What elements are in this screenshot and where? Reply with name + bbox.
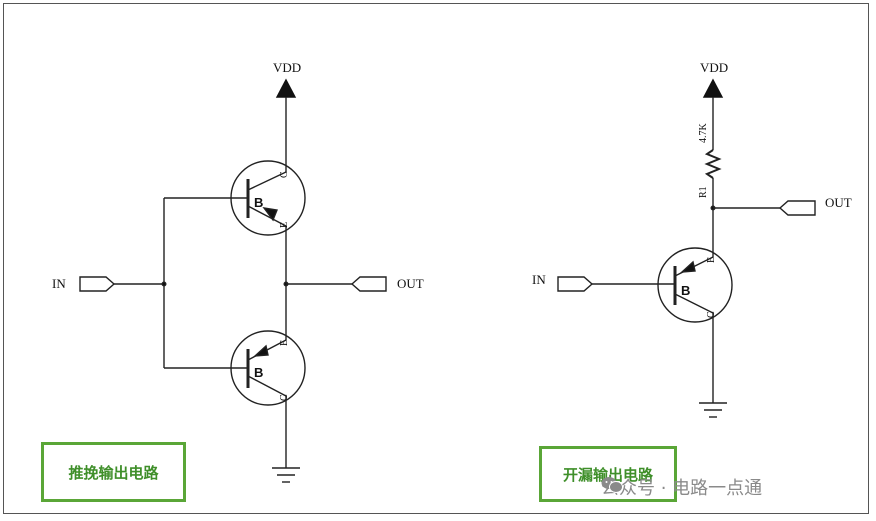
watermark-text: 公众号 · 电路一点通 [601,478,763,499]
upper-base-label: B [254,195,263,210]
ground-symbol-left [272,467,300,483]
vdd-arrow-right [702,78,724,98]
upper-emitter-label: E [279,222,290,228]
resistor-r1 [704,149,722,179]
vdd-label-right: VDD [700,60,728,75]
push-pull-circuit [79,78,387,483]
lower-transistor [230,330,306,406]
out-port-right [778,200,816,216]
in-port-right [557,276,594,292]
out-port-left [350,276,387,292]
in-label-right: IN [532,272,546,287]
vdd-label-left: VDD [273,60,301,75]
lower-base-label: B [254,365,263,380]
watermark: 公众号 · 电路一点通 [601,476,763,499]
out-label-left: OUT [397,276,424,291]
in-label-left: IN [52,276,66,291]
ground-symbol-right [699,402,727,418]
lower-collector-label: C [279,394,290,401]
out-label-right: OUT [825,195,852,210]
vdd-arrow-left [275,78,297,98]
wechat-icon [601,477,623,493]
push-pull-caption: 推挽输出电路 [41,442,186,502]
od-collector-label: C [706,311,717,318]
resistor-value-label: 4.7K [698,123,709,144]
upper-transistor [230,160,306,236]
open-drain-caption: 开漏输出电路 [539,446,677,502]
in-port-left [79,276,116,292]
upper-collector-label: C [279,171,290,178]
od-base-label: B [681,283,690,298]
open-drain-transistor [657,247,733,323]
diagram-frame [3,3,869,514]
open-drain-circuit [557,78,816,418]
resistor-name-label: R1 [698,186,709,198]
od-emitter-label: E [706,257,717,263]
lower-emitter-label: E [279,340,290,346]
